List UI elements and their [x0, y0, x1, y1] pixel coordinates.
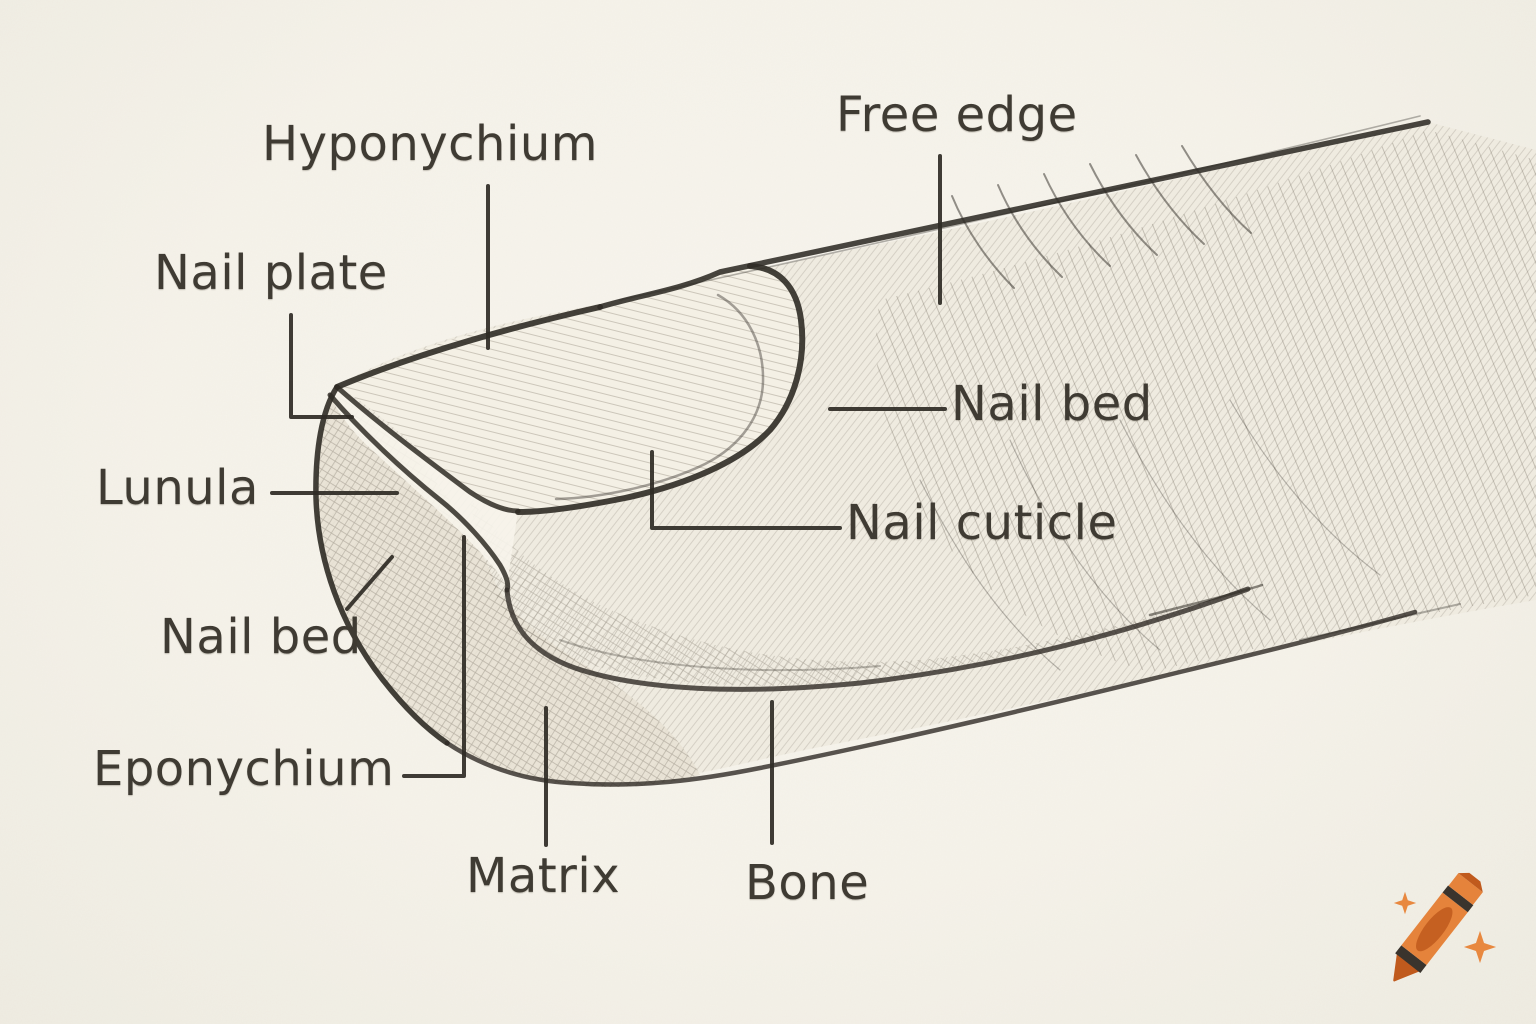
sparkle-icon-large: [1463, 930, 1497, 964]
nail-plate-shape: [337, 265, 803, 511]
label-lunula: Lunula: [96, 460, 259, 516]
nail-back-arc: [515, 263, 806, 515]
label-free-edge: Free edge: [836, 87, 1078, 143]
finger-underside-crease: [444, 609, 1418, 787]
finger-top-silhouette: [597, 119, 1431, 310]
sparkle-icon-small: [1393, 891, 1417, 915]
nail-inner-oval: [554, 293, 765, 501]
crayon-logo: [1393, 872, 1497, 982]
cuticle-fold-crease: [504, 586, 1251, 692]
loose-hair-strokes: [919, 399, 1381, 671]
label-bone: Bone: [745, 855, 870, 911]
label-eponychium: Eponychium: [93, 741, 395, 797]
label-nail-bed-right: Nail bed: [951, 376, 1153, 432]
nail-bottom-edge: [334, 384, 521, 514]
leader-nail-cuticle: [650, 450, 842, 530]
underside-crease-fade: [1299, 603, 1461, 641]
label-nail-bed-left: Nail bed: [160, 609, 362, 665]
under-nail-fold-shading: [470, 498, 1248, 686]
crayon-icon: [1393, 872, 1483, 982]
crease-tail: [1148, 583, 1264, 617]
fingertip-pad: [316, 395, 700, 788]
nail-top-edge: [334, 304, 603, 390]
label-matrix: Matrix: [466, 848, 621, 904]
leader-eponychium: [402, 535, 466, 778]
label-hyponychium: Hyponychium: [262, 116, 598, 172]
finger-top-echo-stroke: [619, 115, 1421, 301]
leader-nail-plate: [289, 313, 354, 419]
label-nail-cuticle: Nail cuticle: [846, 495, 1118, 551]
fingertip-left-silhouette: [313, 384, 450, 746]
knuckle-wrinkles: [951, 145, 1252, 289]
label-nail-plate: Nail plate: [154, 245, 388, 301]
leader-nail-bed-left: [345, 555, 394, 611]
free-edge-lower-line: [327, 392, 511, 593]
finger-hair-texture: [876, 130, 1536, 672]
cuticle-fold-echo: [559, 639, 881, 672]
